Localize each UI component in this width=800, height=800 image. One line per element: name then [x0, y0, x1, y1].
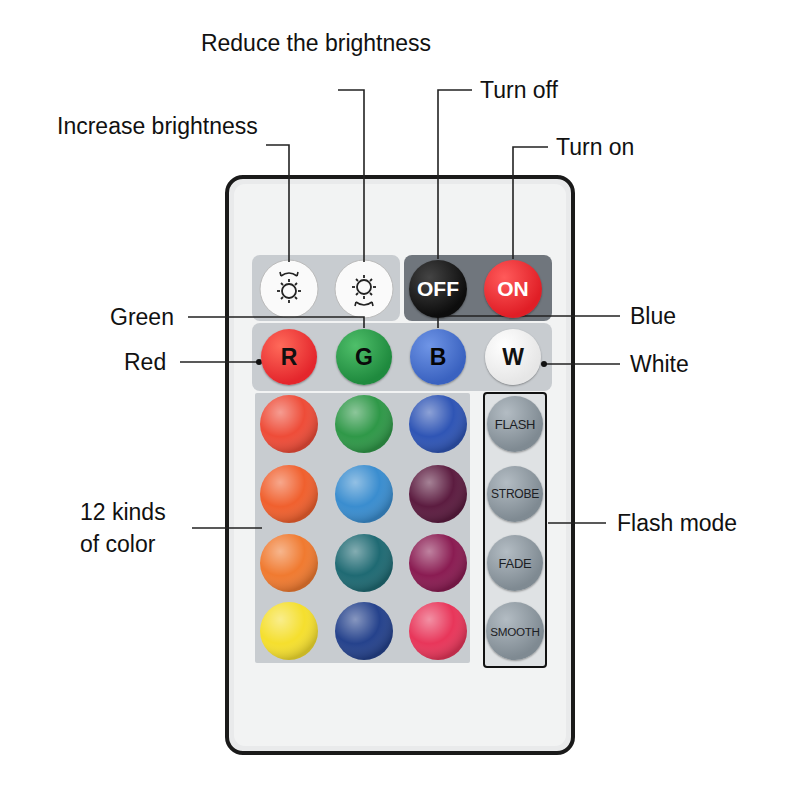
white-button: W: [485, 329, 541, 385]
callout-label: Blue: [630, 302, 676, 330]
red-button: R: [261, 329, 317, 385]
button-label: OFF: [417, 277, 459, 301]
fade-mode-button: FADE: [487, 535, 543, 591]
blue-button: B: [410, 329, 466, 385]
strobe-mode-button: STROBE: [487, 466, 543, 522]
brightness-up-button: [260, 260, 318, 318]
button-label: R: [281, 344, 298, 371]
button-label: ON: [497, 277, 529, 301]
leader-lines: [180, 90, 620, 528]
color-buttons: [260, 395, 467, 660]
callout-label: Red: [124, 348, 166, 376]
button-label: W: [502, 344, 524, 371]
power-panel: [404, 255, 552, 321]
callout-label: Increase brightness: [57, 112, 258, 140]
green-button: G: [336, 329, 392, 385]
callout-label: Turn off: [480, 76, 558, 104]
callout-label: Flash mode: [617, 509, 737, 537]
brightness-panel: [252, 255, 400, 321]
flash-mode-button: FLASH: [487, 396, 543, 452]
callout-label: White: [630, 350, 689, 378]
power-off-button: OFF: [409, 260, 467, 318]
power-on-button: ON: [484, 260, 542, 318]
callout-label: Green: [110, 303, 174, 331]
brightness-down-button: [335, 260, 393, 318]
button-label: FLASH: [495, 417, 535, 432]
button-label: G: [355, 344, 373, 371]
smooth-mode-button: SMOOTH: [486, 602, 544, 660]
button-label: B: [430, 344, 447, 371]
button-label: SMOOTH: [490, 625, 540, 638]
flash-panel: [484, 393, 546, 667]
button-label: STROBE: [491, 487, 539, 501]
callout-label: Reduce the brightness: [201, 29, 431, 57]
color-panel: [255, 393, 470, 663]
remote-face: [234, 184, 566, 746]
rgbw-panel: [252, 323, 552, 391]
callout-label: Turn on: [556, 133, 634, 161]
button-label: FADE: [499, 556, 532, 571]
remote-body: [227, 177, 573, 753]
callout-label: 12 kinds of color: [80, 496, 180, 560]
